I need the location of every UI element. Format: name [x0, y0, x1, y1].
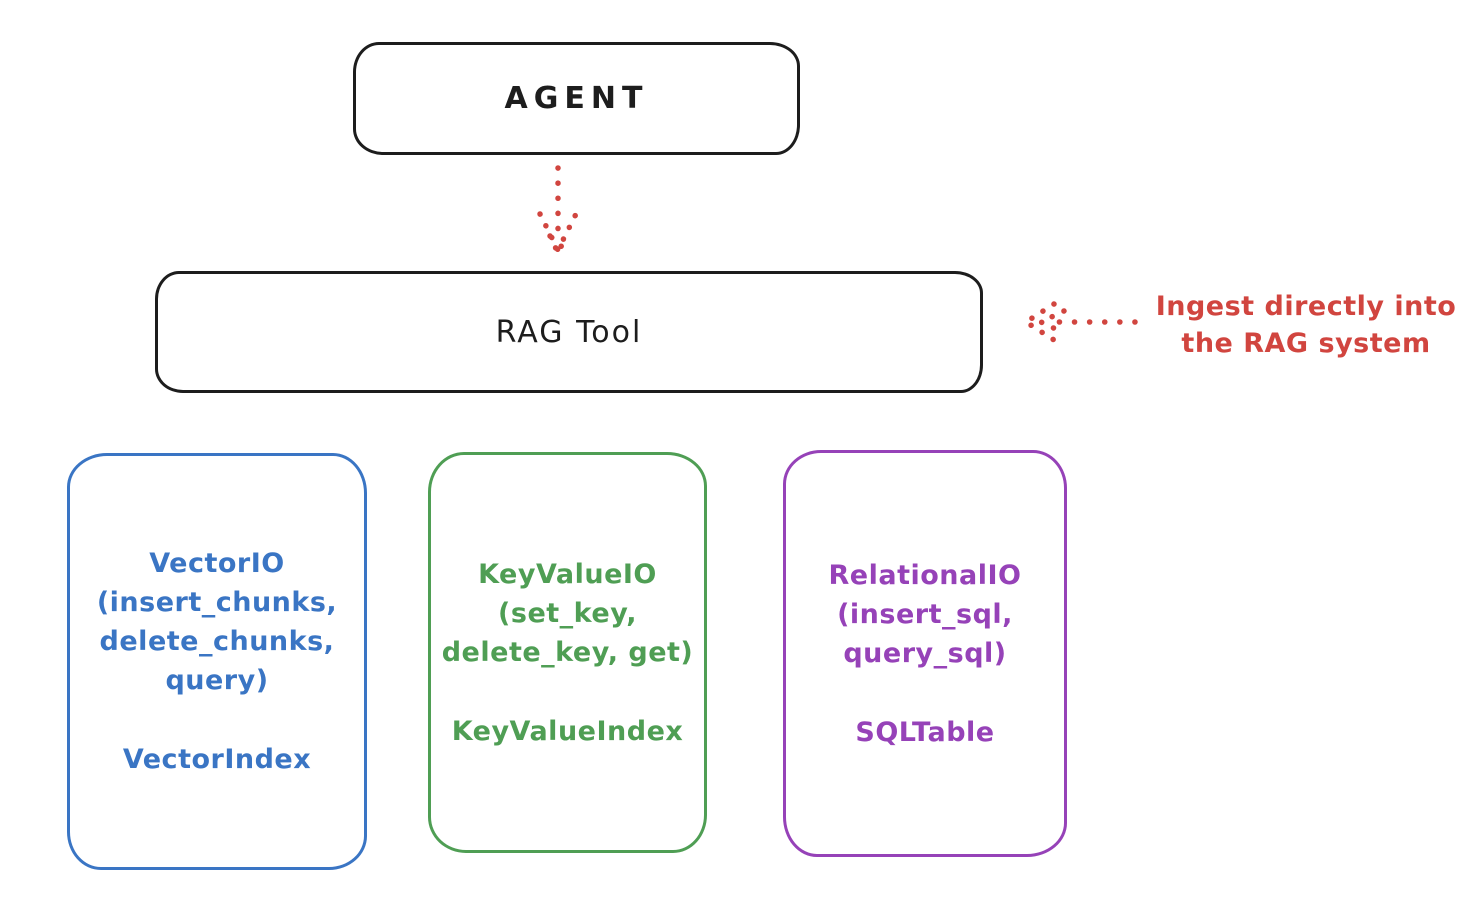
agent-box: AGENT [353, 42, 800, 155]
keyvalue-io-line: delete_key, get) [441, 636, 694, 668]
rag-tool-label: RAG Tool [495, 314, 643, 350]
sqltable-label: SQLTable [855, 716, 995, 748]
vector-io-box: VectorIO (insert_chunks, delete_chunks, … [67, 453, 367, 870]
vector-io-line: delete_chunks, [99, 626, 335, 657]
keyvalue-io-line: (set_key, [498, 597, 637, 629]
relational-io-line: RelationalIO [828, 559, 1022, 591]
relational-io-line: (insert_sql, [837, 598, 1013, 630]
keyvalue-io-line: KeyValueIO [478, 558, 657, 590]
ingest-annotation: Ingest directly into the RAG system [1130, 288, 1482, 362]
relational-io-line: query_sql) [843, 637, 1007, 669]
agent-label: AGENT [504, 81, 649, 116]
rag-tool-box: RAG Tool [155, 271, 983, 393]
ingest-arrow-icon [1020, 301, 1138, 343]
agent-to-ragtool-arrow-icon [537, 165, 579, 260]
ingest-annotation-line2: the RAG system [1181, 328, 1431, 359]
keyvalue-io-box: KeyValueIO (set_key, delete_key, get) Ke… [428, 452, 707, 853]
relational-io-box: RelationalIO (insert_sql, query_sql) SQL… [783, 450, 1067, 857]
vector-io-line: (insert_chunks, [96, 587, 338, 618]
keyvalue-index-label: KeyValueIndex [451, 715, 684, 747]
ingest-annotation-line1: Ingest directly into [1155, 291, 1457, 322]
vector-io-line: query) [165, 665, 269, 696]
vector-index-label: VectorIndex [122, 744, 312, 775]
vector-io-line: VectorIO [149, 548, 285, 579]
